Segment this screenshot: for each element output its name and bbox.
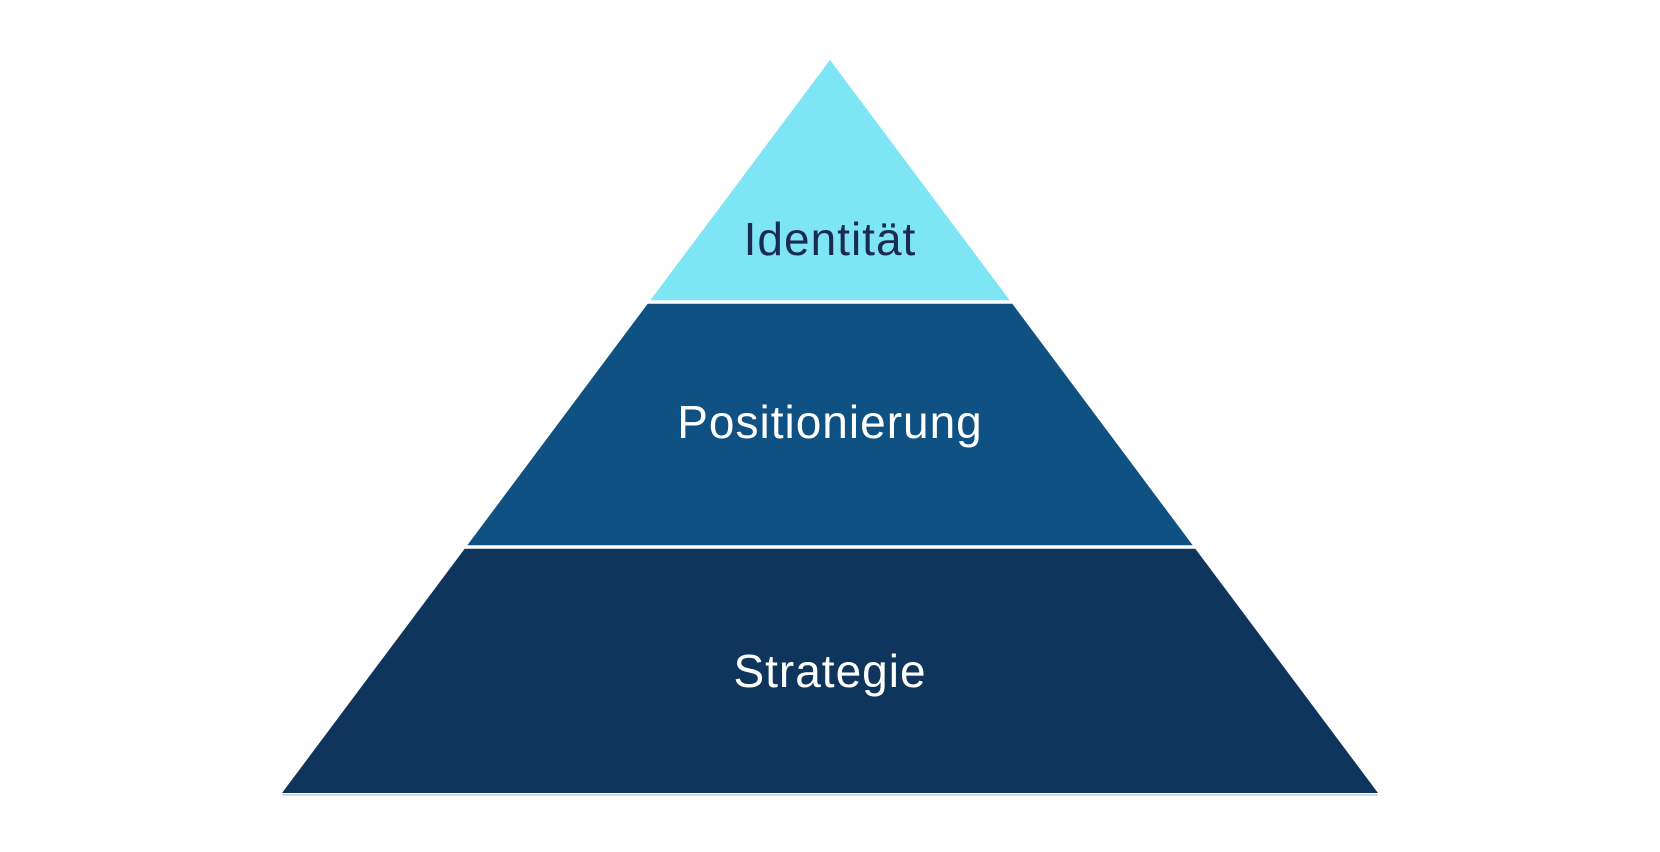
pyramid-level-strategie-label: Strategie <box>733 645 926 697</box>
pyramid-level-positionierung-label: Positionierung <box>677 396 983 448</box>
pyramid-level-identitaet-shape <box>649 60 1011 302</box>
pyramid-level-strategie-shape <box>282 547 1378 793</box>
pyramid-level-positionierung-shape <box>466 302 1194 547</box>
pyramid-level-identitaet-label: Identität <box>744 213 917 265</box>
